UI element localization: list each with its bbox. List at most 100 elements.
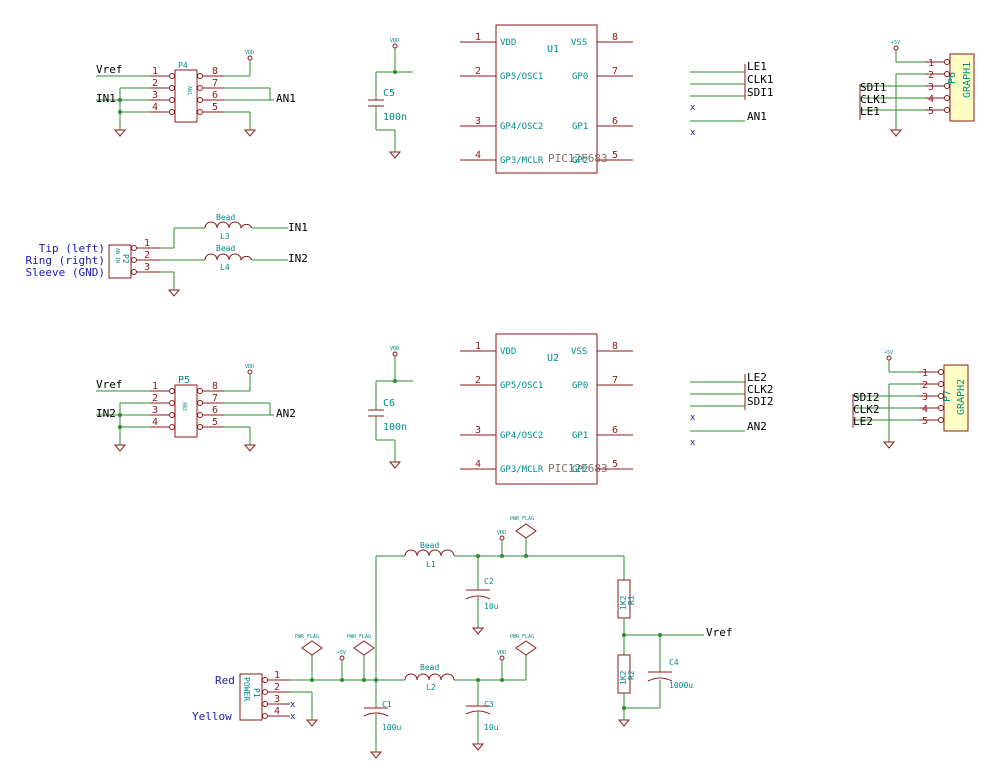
capacitor-c3: C3 10u xyxy=(465,700,499,732)
connector-p1: POWER P1 1 2 3 4 Red Yellow x x xyxy=(192,670,296,723)
capacitor-c6: C6 100n VDD xyxy=(368,346,413,469)
net-label-an1-p4: AN1 xyxy=(276,92,296,105)
p4-left-pins: 1 2 3 4 xyxy=(150,66,175,115)
p5v-label-p6: +5V xyxy=(891,40,900,46)
u1-pin-num-8: 8 xyxy=(612,32,618,43)
l3-ref: L3 xyxy=(220,232,230,241)
p6-pin1: 1 xyxy=(928,58,934,69)
r1-ref: R1 xyxy=(627,595,636,605)
p4-value: AN1 xyxy=(186,86,192,95)
p6-ref: P6 xyxy=(947,72,958,84)
r1-value: 1K2 xyxy=(619,595,628,610)
inductor-l1: Bead L1 xyxy=(404,541,455,569)
net-label-sdi1-p6: SDI1 xyxy=(860,81,887,94)
net-label-an2-p5: AN2 xyxy=(276,407,296,420)
net-label-vref-p5: Vref xyxy=(96,378,123,391)
p4-wiring: Vref IN1 AN1 VDD xyxy=(96,50,296,137)
p5-pin7: 7 xyxy=(212,393,218,404)
u1-pin-num-5: 5 xyxy=(612,150,618,161)
u2-pin-name-7: GP0 xyxy=(572,381,588,391)
net-label-clk2-p7: CLK2 xyxy=(853,403,880,416)
l1-value: Bead xyxy=(420,541,439,550)
p5-pin1: 1 xyxy=(152,381,158,392)
p2-ref: P2 xyxy=(121,254,130,264)
ground-symbol xyxy=(113,444,127,452)
ground-symbol xyxy=(889,129,903,137)
u1-pin-name-2: GP5/OSC1 xyxy=(500,72,543,82)
no-connect-marker: x xyxy=(690,413,696,423)
p1-ref: P1 xyxy=(252,688,261,698)
p4-pin4: 4 xyxy=(152,102,158,113)
net-label-vref-divider: Vref xyxy=(706,626,733,639)
p2-pin1: 1 xyxy=(144,238,150,249)
r2-value: 1K2 xyxy=(619,670,628,685)
no-connect-marker: x xyxy=(290,712,296,722)
net-label-in1-jack: IN1 xyxy=(288,221,308,234)
c3-value: 10u xyxy=(484,723,499,732)
c2-value: 10u xyxy=(484,602,499,611)
c4-value: 1000u xyxy=(669,681,693,690)
p6-wiring: +5V SDI1 CLK1 LE1 xyxy=(859,40,925,137)
u1-pin-name-1: VDD xyxy=(500,38,516,48)
ic-u1: U1 PIC12F683 1 2 3 4 VDD GP5/OSC1 GP4/OS… xyxy=(460,24,633,174)
p5-pin8: 8 xyxy=(212,381,218,392)
jack-tip-label: Tip (left) xyxy=(39,242,105,255)
p5-value: AN2 xyxy=(181,402,187,411)
p7-pin2: 2 xyxy=(922,380,928,391)
pwr-flag-symbol: PWR_FLAG xyxy=(347,634,375,656)
power-red-label: Red xyxy=(215,674,235,687)
inductor-l3: Bead L3 xyxy=(204,213,253,241)
u2-pin-name-2: GP5/OSC1 xyxy=(500,381,543,391)
p5-pin3: 3 xyxy=(152,405,158,416)
l4-ref: L4 xyxy=(220,263,230,272)
power-yellow-label: Yellow xyxy=(192,710,232,723)
r2-ref: R2 xyxy=(627,670,636,680)
c1-value: 100u xyxy=(382,723,401,732)
p4-pin8: 8 xyxy=(212,66,218,77)
u2-pin-num-8: 8 xyxy=(612,341,618,352)
u1-pin-num-3: 3 xyxy=(475,116,481,127)
p6-pin3: 3 xyxy=(928,82,934,93)
net-label-le1-p6: LE1 xyxy=(860,105,880,118)
net-label-an2-u2: AN2 xyxy=(747,420,767,433)
p2-pin2: 2 xyxy=(144,250,150,261)
power-grounds xyxy=(305,627,631,759)
p6-value: GRAPH1 xyxy=(962,62,973,98)
p5-left-pins: 1 2 3 4 xyxy=(150,381,175,430)
ground-symbol xyxy=(369,751,383,759)
p5-right-pins: 8 7 6 5 xyxy=(197,381,224,430)
p7-ref: P7 xyxy=(942,390,953,402)
p5-pin6: 6 xyxy=(212,405,218,416)
net-label-in2-jack: IN2 xyxy=(288,252,308,265)
u1-pin-num-1: 1 xyxy=(475,32,481,43)
ground-symbol xyxy=(243,129,257,137)
u2-pin-num-3: 3 xyxy=(475,425,481,436)
u1-pin-num-4: 4 xyxy=(475,150,481,161)
ground-symbol xyxy=(617,719,631,727)
u1-body xyxy=(495,24,598,174)
u1-pin-name-5: GP2 xyxy=(572,156,588,166)
u2-pin-name-4: GP3/MCLR xyxy=(500,465,544,475)
u1-part: PIC12F683 xyxy=(548,152,608,165)
ground-symbol xyxy=(388,461,402,469)
connector-p5: P5 AN2 1 2 3 4 8 7 6 5 xyxy=(150,375,224,438)
r1-body xyxy=(617,579,631,619)
p4-pin3: 3 xyxy=(152,90,158,101)
c5-ref: C5 xyxy=(383,88,395,99)
p4-pin5: 5 xyxy=(212,102,218,113)
connector-p6: P6 GRAPH1 1 2 3 4 5 xyxy=(925,53,975,122)
net-label-sdi2-p7: SDI2 xyxy=(853,391,880,404)
p4-ref: P4 xyxy=(178,61,188,70)
u2-pin-num-6: 6 xyxy=(612,425,618,436)
u1-pin-num-2: 2 xyxy=(475,66,481,77)
pwr-flag-label: PWR_FLAG xyxy=(510,634,534,640)
jack-sleeve-label: Sleeve (GND) xyxy=(26,266,105,279)
p2-wiring: IN1 IN2 xyxy=(160,221,308,297)
p7-pin3: 3 xyxy=(922,392,928,403)
c1-ref: C1 xyxy=(382,700,392,709)
u1-pin-num-7: 7 xyxy=(612,66,618,77)
c6-value: 100n xyxy=(383,422,407,433)
p4-body xyxy=(174,69,198,123)
p5-body xyxy=(174,384,198,438)
